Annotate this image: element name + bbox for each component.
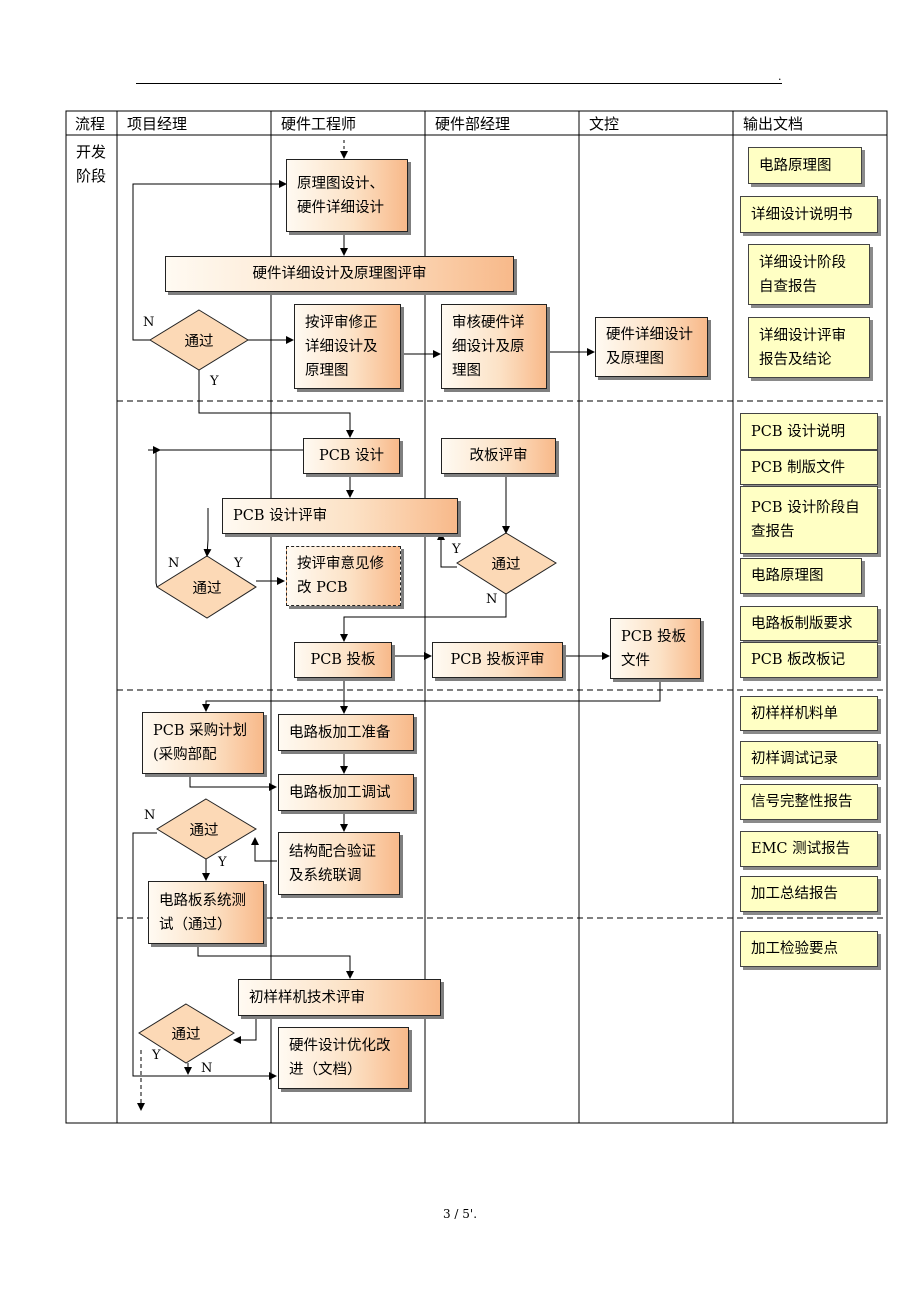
box-modify-pcb: 按评审意见修改 PCB [286, 546, 401, 606]
output-doc: 详细设计评审报告及结论 [748, 317, 870, 378]
decision-5 [138, 1003, 235, 1064]
box-system-test: 电路板系统测试（通过） [148, 881, 264, 944]
box-pcb-purchase: PCB 采购计划(采购部配 [142, 712, 264, 774]
output-doc: 详细设计说明书 [740, 196, 878, 233]
column-header-doc-control: 文控 [589, 115, 620, 133]
no-label-5: N [201, 1061, 213, 1076]
output-doc: PCB 设计阶段自查报告 [740, 486, 878, 554]
yes-label-5: Y [152, 1048, 161, 1063]
decision-label-5: 通过 [171, 1027, 201, 1043]
box-pcb-release: PCB 投板 [294, 642, 392, 678]
column-header-project-manager: 项目经理 [127, 115, 188, 133]
box-pcb-design-review: PCB 设计评审 [222, 498, 458, 534]
yes-label-4: Y [218, 855, 227, 870]
box-pcb-release-file: PCB 投板文件 [610, 618, 701, 679]
output-doc: PCB 板改板记 [740, 642, 878, 678]
box-design-optimize: 硬件设计优化改进（文档） [278, 1027, 409, 1089]
phase-dividers [117, 400, 887, 919]
no-label-1: N [143, 315, 155, 330]
output-doc: 初样调试记录 [740, 741, 878, 777]
box-board-debug: 电路板加工调试 [278, 774, 414, 811]
header-mark: . [778, 70, 782, 83]
header-rule [136, 83, 782, 84]
column-header-flow: 流程 [75, 115, 106, 133]
output-doc: 电路原理图 [748, 147, 862, 184]
output-doc: 信号完整性报告 [740, 784, 878, 820]
decision-label-3: 通过 [491, 557, 521, 573]
output-doc: EMC 测试报告 [740, 831, 878, 867]
column-header-hw-manager: 硬件部经理 [435, 115, 511, 133]
box-design-review: 硬件详细设计及原理图评审 [165, 256, 514, 292]
yes-label-3: Y [452, 542, 461, 557]
box-archive-design: 硬件详细设计及原理图 [595, 317, 708, 377]
column-header-hw-engineer: 硬件工程师 [281, 115, 357, 133]
output-doc: 初样样机料单 [740, 696, 878, 731]
phase-label: 开发阶段 [76, 143, 107, 185]
decision-label-1: 通过 [184, 334, 214, 350]
box-structure-verify: 结构配合验证及系统联调 [278, 832, 400, 895]
box-prototype-review: 初样样机技术评审 [238, 979, 441, 1016]
yes-label-2: Y [234, 556, 243, 571]
decision-2 [156, 555, 257, 619]
box-board-change-review: 改板评审 [441, 438, 556, 474]
output-doc: 加工检验要点 [740, 931, 878, 967]
output-doc: 电路原理图 [740, 558, 862, 594]
decision-label-2: 通过 [192, 581, 222, 597]
box-pcb-release-review: PCB 投板评审 [432, 642, 563, 678]
box-schematic-design: 原理图设计、硬件详细设计 [286, 159, 408, 232]
no-label-2: N [168, 556, 180, 571]
box-revise-by-review: 按评审修正详细设计及原理图 [294, 304, 401, 389]
decision-label-4: 通过 [189, 823, 219, 839]
column-header-output-docs: 输出文档 [743, 115, 804, 133]
no-label-3: N [486, 592, 498, 607]
output-doc: 详细设计阶段自查报告 [748, 244, 870, 305]
box-pcb-design: PCB 设计 [303, 438, 400, 474]
output-doc: 加工总结报告 [740, 876, 878, 912]
page-number: 3 / 5'. [442, 1207, 478, 1221]
decision-diamonds [138, 309, 557, 1064]
output-doc: PCB 设计说明 [740, 413, 878, 450]
output-doc: PCB 制版文件 [740, 450, 878, 485]
yes-label-1: Y [210, 374, 219, 389]
box-board-prep: 电路板加工准备 [278, 714, 414, 751]
no-label-4: N [144, 808, 156, 823]
output-doc: 电路板制版要求 [740, 606, 878, 641]
connectors [132, 140, 661, 1111]
box-audit-design: 审核硬件详细设计及原理图 [441, 304, 547, 389]
